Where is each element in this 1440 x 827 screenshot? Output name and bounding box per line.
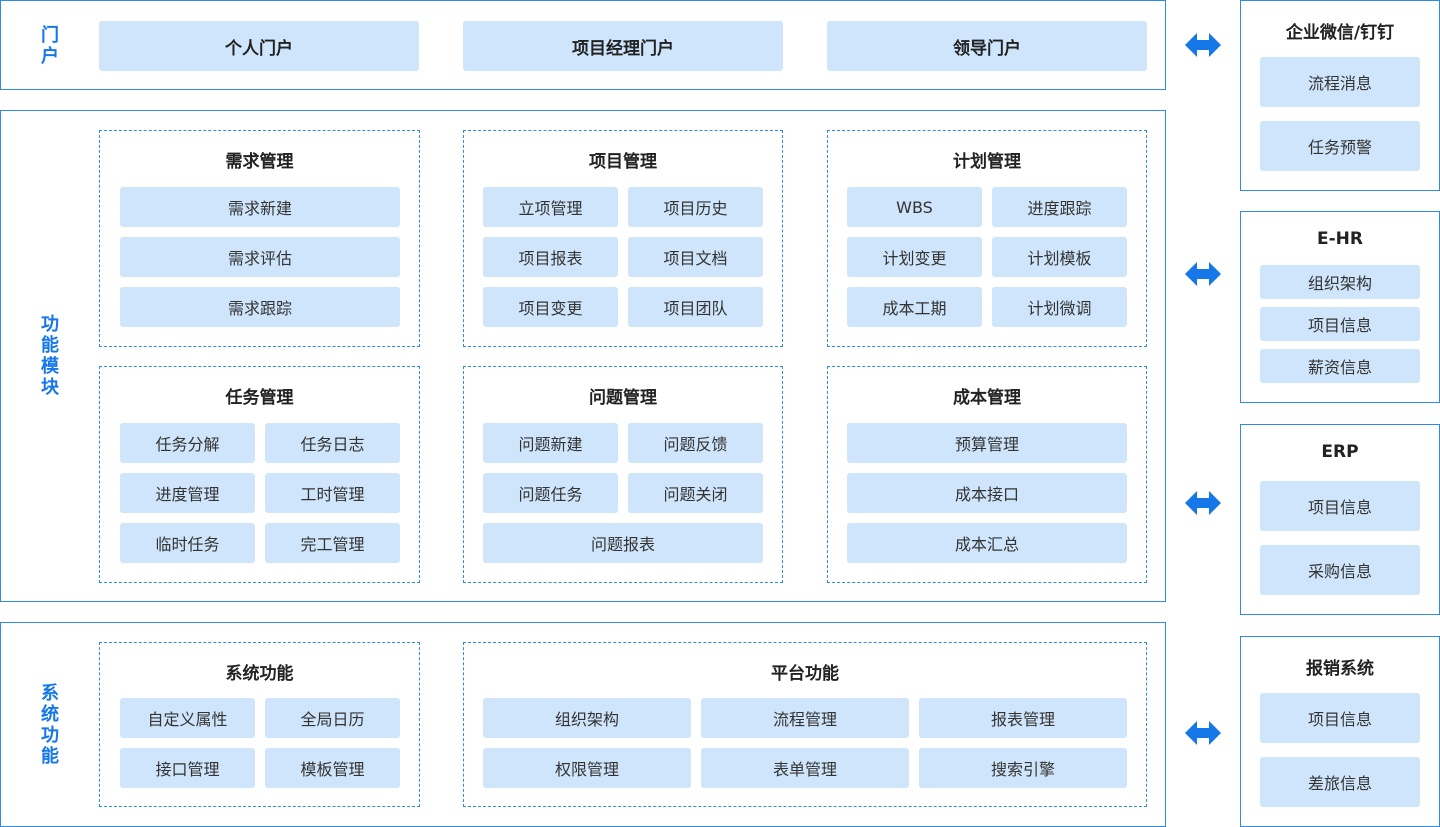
cost-group: 成本管理 预算管理 成本接口 成本汇总 — [827, 366, 1147, 583]
wechat-item[interactable]: 任务预警 — [1260, 121, 1420, 171]
platform-item[interactable]: 报表管理 — [919, 698, 1127, 738]
erp-item[interactable]: 采购信息 — [1260, 545, 1420, 595]
cost-item[interactable]: 成本接口 — [847, 473, 1127, 513]
project-group: 项目管理 立项管理 项目历史 项目报表 项目文档 项目变更 项目团队 — [463, 130, 783, 347]
task-group: 任务管理 任务分解 任务日志 进度管理 工时管理 临时任务 完工管理 — [99, 366, 420, 583]
portal-label: 门户 — [41, 25, 59, 67]
plan-item[interactable]: 进度跟踪 — [992, 187, 1127, 227]
task-item[interactable]: 工时管理 — [265, 473, 400, 513]
system-panel: 系统功能 系统功能 自定义属性 全局日历 接口管理 模板管理 平台功能 组织架构… — [0, 622, 1166, 827]
ehr-title: E-HR — [1317, 229, 1363, 249]
cost-item[interactable]: 成本汇总 — [847, 523, 1127, 563]
issue-item[interactable]: 问题新建 — [483, 423, 618, 463]
plan-item[interactable]: 成本工期 — [847, 287, 982, 327]
demand-item[interactable]: 需求新建 — [120, 187, 400, 227]
ehr-item[interactable]: 项目信息 — [1260, 307, 1420, 341]
demand-title: 需求管理 — [225, 152, 294, 172]
sys-title: 系统功能 — [225, 664, 294, 684]
plan-title: 计划管理 — [953, 152, 1021, 172]
expense-panel: 报销系统 项目信息 差旅信息 — [1240, 636, 1440, 827]
issue-item[interactable]: 问题关闭 — [628, 473, 763, 513]
task-item[interactable]: 临时任务 — [120, 523, 255, 563]
plan-item[interactable]: 计划变更 — [847, 237, 982, 277]
portal-leader-button[interactable]: 领导门户 — [827, 21, 1147, 71]
project-item[interactable]: 项目历史 — [628, 187, 763, 227]
demand-group: 需求管理 需求新建 需求评估 需求跟踪 — [99, 130, 420, 347]
sys-item[interactable]: 全局日历 — [265, 698, 400, 738]
task-item[interactable]: 任务日志 — [265, 423, 400, 463]
issue-item[interactable]: 问题报表 — [483, 523, 763, 563]
erp-panel: ERP 项目信息 采购信息 — [1240, 424, 1440, 615]
plan-item[interactable]: WBS — [847, 187, 982, 227]
sys-item[interactable]: 自定义属性 — [120, 698, 255, 738]
wechat-item[interactable]: 流程消息 — [1260, 57, 1420, 107]
platform-item[interactable]: 权限管理 — [483, 748, 691, 788]
sys-item[interactable]: 接口管理 — [120, 748, 255, 788]
double-arrow-icon — [1185, 721, 1221, 745]
erp-item[interactable]: 项目信息 — [1260, 481, 1420, 531]
issue-title: 问题管理 — [589, 388, 657, 408]
double-arrow-icon — [1185, 33, 1221, 57]
platform-item[interactable]: 搜索引擎 — [919, 748, 1127, 788]
sys-group: 系统功能 自定义属性 全局日历 接口管理 模板管理 — [99, 642, 420, 807]
portal-panel: 门户 个人门户 项目经理门户 领导门户 — [0, 0, 1166, 90]
wechat-title: 企业微信/钉钉 — [1285, 23, 1395, 43]
demand-item[interactable]: 需求评估 — [120, 237, 400, 277]
platform-item[interactable]: 流程管理 — [701, 698, 909, 738]
project-title: 项目管理 — [589, 152, 657, 172]
project-item[interactable]: 项目变更 — [483, 287, 618, 327]
portal-personal-button[interactable]: 个人门户 — [99, 21, 419, 71]
issue-item[interactable]: 问题任务 — [483, 473, 618, 513]
project-item[interactable]: 立项管理 — [483, 187, 618, 227]
expense-item[interactable]: 项目信息 — [1260, 693, 1420, 743]
plan-item[interactable]: 计划微调 — [992, 287, 1127, 327]
sys-item[interactable]: 模板管理 — [265, 748, 400, 788]
double-arrow-icon — [1185, 262, 1221, 286]
project-item[interactable]: 项目文档 — [628, 237, 763, 277]
platform-title: 平台功能 — [771, 664, 839, 684]
modules-panel: 功能模块 需求管理 需求新建 需求评估 需求跟踪 项目管理 立项管理 项目历史 … — [0, 110, 1166, 602]
system-label: 系统功能 — [41, 683, 59, 767]
platform-item[interactable]: 组织架构 — [483, 698, 691, 738]
modules-label: 功能模块 — [41, 314, 59, 398]
task-item[interactable]: 进度管理 — [120, 473, 255, 513]
project-item[interactable]: 项目团队 — [628, 287, 763, 327]
demand-item[interactable]: 需求跟踪 — [120, 287, 400, 327]
expense-item[interactable]: 差旅信息 — [1260, 757, 1420, 807]
ehr-item[interactable]: 薪资信息 — [1260, 349, 1420, 383]
platform-item[interactable]: 表单管理 — [701, 748, 909, 788]
wechat-panel: 企业微信/钉钉 流程消息 任务预警 — [1240, 0, 1440, 191]
issue-group: 问题管理 问题新建 问题反馈 问题任务 问题关闭 问题报表 — [463, 366, 783, 583]
task-item[interactable]: 任务分解 — [120, 423, 255, 463]
task-title: 任务管理 — [225, 388, 294, 408]
issue-item[interactable]: 问题反馈 — [628, 423, 763, 463]
double-arrow-icon — [1185, 491, 1221, 515]
cost-item[interactable]: 预算管理 — [847, 423, 1127, 463]
project-item[interactable]: 项目报表 — [483, 237, 618, 277]
plan-group: 计划管理 WBS 进度跟踪 计划变更 计划模板 成本工期 计划微调 — [827, 130, 1147, 347]
erp-title: ERP — [1321, 442, 1359, 462]
cost-title: 成本管理 — [953, 388, 1021, 408]
ehr-panel: E-HR 组织架构 项目信息 薪资信息 — [1240, 211, 1440, 403]
task-item[interactable]: 完工管理 — [265, 523, 400, 563]
platform-group: 平台功能 组织架构 流程管理 报表管理 权限管理 表单管理 搜索引擎 — [463, 642, 1147, 807]
plan-item[interactable]: 计划模板 — [992, 237, 1127, 277]
expense-title: 报销系统 — [1306, 659, 1374, 679]
ehr-item[interactable]: 组织架构 — [1260, 265, 1420, 299]
portal-pm-button[interactable]: 项目经理门户 — [463, 21, 783, 71]
